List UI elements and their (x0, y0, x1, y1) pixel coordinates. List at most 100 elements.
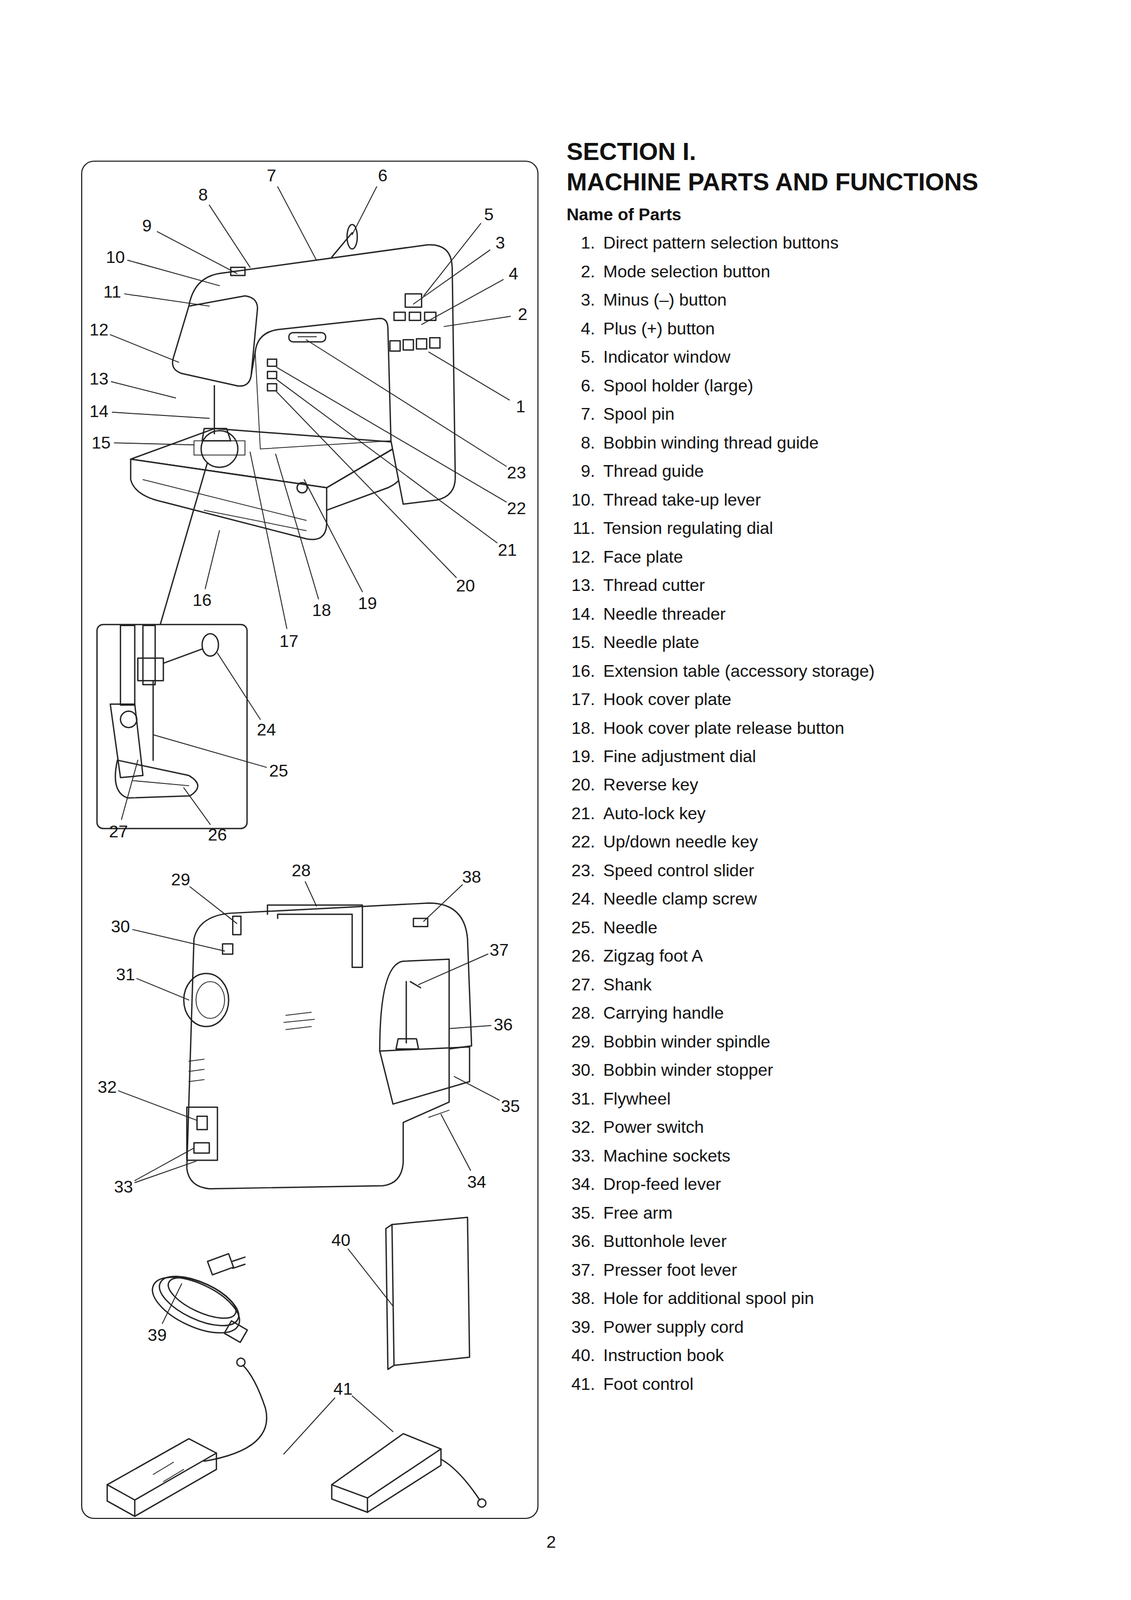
front-view-machine-part (201, 430, 238, 468)
rear-view-machine-part (379, 1047, 470, 1105)
part-name: Fine adjustment dial (603, 746, 756, 767)
part-name: Needle (603, 917, 658, 938)
list-number: 30. (571, 1060, 595, 1081)
leader-lines-part (449, 1025, 491, 1030)
part-name: Direct pattern selection buttons (603, 232, 839, 253)
rear-view-machine-part (194, 1143, 210, 1154)
instruction-book-part (385, 1224, 394, 1371)
leader-lines-part (110, 335, 179, 363)
front-view-machine-part (403, 339, 414, 350)
part-name: Foot control (603, 1373, 694, 1395)
rear-view-machine-part (188, 1069, 205, 1072)
leader-lines-part (183, 787, 211, 825)
list-number: 41. (571, 1373, 595, 1395)
callout-number: 34 (467, 1171, 487, 1192)
part-name: Machine sockets (603, 1145, 731, 1166)
list-number: 34. (571, 1174, 595, 1195)
part-name: Zigzag foot A (603, 945, 704, 967)
part-name: Face plate (603, 546, 683, 567)
leader-lines-part (277, 186, 317, 261)
front-view-machine-part (213, 385, 215, 434)
leader-lines-part (205, 530, 220, 589)
callout-number: 8 (198, 184, 209, 205)
rear-view-machine-part (183, 973, 229, 1027)
presser-foot-inset-part (120, 625, 135, 706)
callout-number: 11 (103, 281, 122, 302)
foot-controls-part (367, 1498, 369, 1513)
callout-number: 14 (89, 401, 109, 422)
front-view-machine-part (409, 312, 421, 321)
part-name: Hole for additional spool pin (603, 1288, 815, 1309)
callout-number: 4 (508, 263, 519, 284)
leader-lines-part (347, 1249, 393, 1307)
list-number: 37. (571, 1259, 595, 1280)
leader-lines-part (423, 885, 463, 922)
rear-view-machine-part (395, 1039, 419, 1050)
part-name: Power switch (603, 1117, 705, 1138)
title-text: SECTION I. MACHINE PARTS AND FUNCTIONS (566, 137, 979, 196)
leader-lines-part (352, 1396, 394, 1432)
foot-controls-part (477, 1499, 486, 1508)
leader-lines-part (454, 1076, 499, 1101)
leader-lines-part (114, 442, 194, 445)
leader-lines-part (418, 954, 488, 985)
list-heading: Name of Parts (566, 204, 682, 225)
front-view-machine (130, 224, 456, 625)
callout-number: 37 (489, 940, 509, 961)
leader-lines-part (443, 316, 511, 327)
rear-view-machine-part (267, 905, 363, 968)
callout-number: 39 (147, 1324, 167, 1345)
callout-number: 13 (89, 368, 109, 389)
leader-lines-part (157, 231, 237, 274)
power-cord-part (232, 1257, 245, 1262)
rear-view-machine-part (285, 1012, 312, 1016)
leader-lines-part (283, 1398, 336, 1455)
part-name: Instruction book (603, 1345, 724, 1366)
part-name: Up/down needle key (603, 831, 759, 852)
callout-number: 3 (495, 232, 506, 253)
callout-number: 16 (192, 590, 212, 611)
presser-foot-inset-part (142, 625, 156, 686)
callout-number: 10 (105, 247, 125, 268)
list-number: 27. (571, 974, 595, 995)
part-name: Speed control slider (603, 860, 755, 881)
rear-view-machine-part (428, 1110, 450, 1118)
list-number: 7. (580, 403, 596, 425)
callout-number: 33 (114, 1176, 134, 1198)
front-view-machine-part (424, 312, 436, 321)
front-view-machine-part (429, 337, 441, 348)
list-number: 19. (571, 746, 595, 767)
callout-number: 19 (357, 593, 378, 614)
rear-view-machine-part (283, 1019, 315, 1023)
part-name: Indicator window (603, 346, 731, 368)
leader-lines-part (276, 379, 498, 544)
rear-view-machine-part (195, 982, 225, 1019)
part-name: Bobbin winder stopper (603, 1060, 774, 1081)
front-view-machine-part (204, 510, 307, 531)
presser-foot-inset-part (97, 624, 248, 830)
part-name: Shank (603, 974, 652, 995)
presser-foot-inset-part (115, 760, 198, 799)
foot-controls-part (331, 1449, 442, 1499)
callout-number: 2 (518, 304, 528, 325)
presser-foot-inset-part (202, 633, 219, 657)
part-name: Hook cover plate release button (603, 717, 845, 738)
list-number: 23. (571, 860, 595, 881)
part-name: Drop-feed lever (603, 1174, 722, 1195)
callout-number: 40 (331, 1230, 351, 1251)
callout-number: 36 (493, 1014, 513, 1035)
page-number: 2 (546, 1532, 556, 1553)
leader-lines-part (276, 367, 507, 503)
leader-lines-part (136, 978, 189, 1001)
list-number: 31. (571, 1088, 595, 1110)
presser-foot-inset-part (137, 658, 164, 681)
callout-number: 20 (456, 575, 476, 596)
part-name: Needle plate (603, 632, 700, 653)
foot-controls-part (331, 1434, 442, 1513)
callout-number: 6 (378, 165, 388, 186)
instruction-book-part (392, 1217, 470, 1366)
leader-lines-part (162, 1284, 182, 1325)
part-name: Flywheel (603, 1088, 671, 1110)
list-number: 20. (571, 774, 595, 795)
